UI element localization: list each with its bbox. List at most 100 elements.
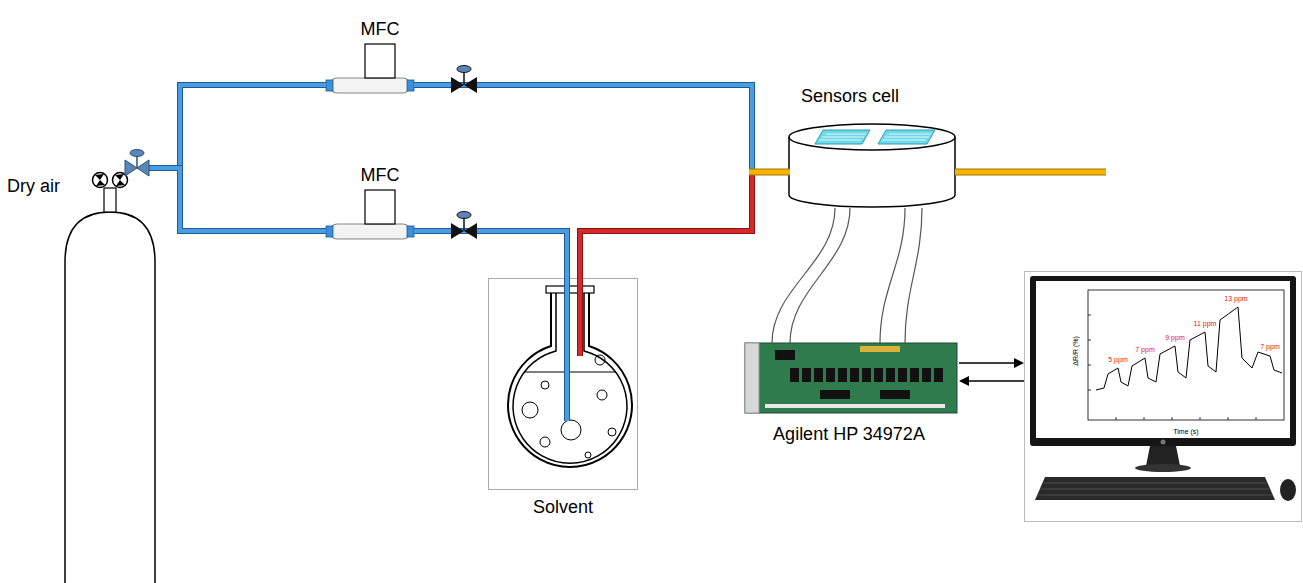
computer-monitor <box>1025 272 1302 522</box>
gas-pipe-part <box>162 168 326 231</box>
link-arrows-part <box>967 380 1024 381</box>
data-acquisition-board-part <box>922 368 931 382</box>
mass-flow-controller-part <box>365 190 395 224</box>
data-acquisition-board-part <box>838 368 847 382</box>
data-acquisition-board-part <box>814 368 823 382</box>
mass-flow-controller <box>326 44 414 93</box>
concentration-label: 9 ppm <box>1165 334 1184 342</box>
gas-cylinder <box>65 173 155 583</box>
gas-pipe <box>162 85 326 168</box>
gas-cylinder-part <box>115 174 125 186</box>
computer-monitor-part <box>1038 483 1273 495</box>
gas-pipe-part <box>162 85 326 168</box>
flow-valve-part <box>457 212 471 219</box>
cylinder-valve-part <box>149 166 163 170</box>
gas-pipe-part <box>414 85 788 172</box>
node-label: Sensors cell <box>801 86 899 107</box>
vapour-tube-part <box>578 277 582 356</box>
data-acquisition-board-part <box>862 368 871 382</box>
link-arrows-part <box>959 362 1016 363</box>
data-acquisition-board-part <box>860 346 900 352</box>
flow-valve-part <box>463 71 465 85</box>
cylinder-valve-part <box>130 150 144 157</box>
solvent-flask: Solvent <box>488 278 638 490</box>
mfc-unit: MFC <box>326 190 414 241</box>
flow-valve-part <box>463 217 465 231</box>
signal-wire-part <box>772 208 922 343</box>
response-plot <box>1088 290 1284 420</box>
bubbler-flask-part <box>489 279 638 490</box>
bubbler-flask-part <box>540 437 550 447</box>
gas-cylinder-part <box>65 212 155 583</box>
outlet-tube-part <box>955 170 1106 175</box>
concentration-label: 11 ppm <box>1194 320 1217 328</box>
mfc-unit: MFC <box>326 44 414 95</box>
gas-pipe-part <box>414 231 567 278</box>
computer-monitor-part <box>1030 276 1296 446</box>
computer-monitor-part <box>1161 440 1166 445</box>
outlet-tube-part <box>955 169 1106 176</box>
data-acquisition-board-part <box>802 368 811 382</box>
dip-tube-part <box>564 277 570 421</box>
mass-flow-controller-part <box>326 80 333 91</box>
outlet-tube <box>955 172 1106 173</box>
dip-tube <box>567 277 568 421</box>
response-plot-part <box>1096 307 1282 390</box>
data-acquisition-board-part <box>910 368 919 382</box>
mass-flow-controller-part <box>326 226 333 237</box>
data-acquisition-board-part <box>934 368 943 382</box>
gas-pipe <box>414 85 788 172</box>
response-plot-part <box>1088 290 1284 420</box>
concentration-label: 7 ppm <box>1260 343 1279 351</box>
data-acquisition-board-part <box>820 390 850 399</box>
gas-pipe-part <box>162 168 326 231</box>
bubbler-flask-part <box>595 355 605 365</box>
node-label: Dry air <box>7 176 60 197</box>
vapour-pipe <box>580 172 788 278</box>
mass-flow-controller <box>326 190 414 239</box>
bubbler-flask-part <box>585 452 591 458</box>
concentration-label: 7 ppm <box>1135 346 1154 354</box>
bubbler-flask-part <box>541 381 549 389</box>
bubbler-flask-part <box>522 402 538 418</box>
data-acquisition-board-part <box>745 343 957 413</box>
node-label: MFC <box>361 165 400 186</box>
gas-pipe <box>414 231 567 278</box>
data-acquisition-board-part <box>775 350 795 360</box>
link-arrows-part <box>1014 358 1024 368</box>
gas-pipe-part <box>414 231 567 278</box>
inlet-tube-part <box>749 170 790 175</box>
bubbler-flask <box>489 279 638 490</box>
computer-monitor-part <box>1036 281 1290 438</box>
data-acquisition-board-part <box>880 390 910 399</box>
link-arrows-part <box>959 376 969 386</box>
mass-flow-controller-part <box>407 226 414 237</box>
sensor-cell-part <box>789 124 955 150</box>
data-acquisition-board-part <box>765 404 945 408</box>
data-acquisition-board-part <box>886 368 895 382</box>
gas-cylinder-part <box>95 174 105 186</box>
signal-wire <box>772 208 922 343</box>
mass-flow-controller-part <box>330 224 410 239</box>
data-acquisition-board <box>745 343 957 413</box>
gas-pipe-part <box>414 85 788 172</box>
inlet-tube-part <box>749 169 790 176</box>
cylinder-valve <box>125 150 163 177</box>
response-plot-part <box>1088 315 1256 420</box>
computer-monitor-part <box>1146 446 1180 466</box>
inlet-tube <box>749 172 790 173</box>
vapour-tube <box>580 277 581 356</box>
computer-monitor-part <box>1280 479 1296 501</box>
gas-cylinder: Dry air <box>62 148 162 583</box>
gas-cylinder-part <box>93 173 108 188</box>
bubbler-flask-part <box>597 390 607 400</box>
acquisition-unit: Agilent HP 34972A <box>745 343 957 413</box>
link-arrows <box>959 358 1024 386</box>
sensor-cell: Sensors cell <box>788 122 958 208</box>
mass-flow-controller-part <box>407 80 414 91</box>
flow-valve <box>451 212 477 240</box>
node-label: MFC <box>361 19 400 40</box>
cylinder-valve-part <box>149 165 163 171</box>
data-acquisition-board-part <box>790 368 799 382</box>
